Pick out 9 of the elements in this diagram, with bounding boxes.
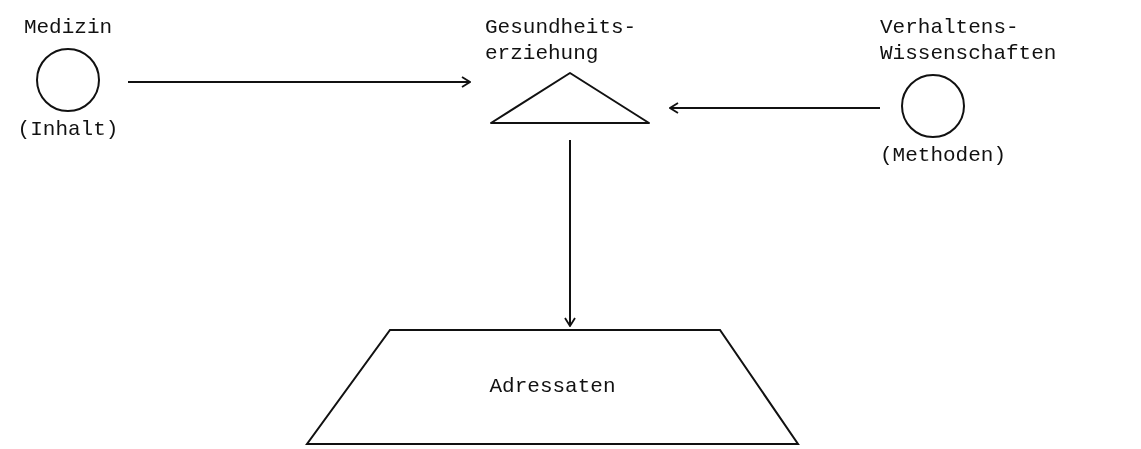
node-label: Adressaten: [489, 373, 616, 400]
node-label: (Inhalt): [17, 117, 119, 143]
node-label: (Methoden): [880, 143, 1007, 169]
node-label: Medizin: [23, 15, 113, 41]
node-label: Gesundheits- erziehung: [485, 15, 638, 67]
arrow: [669, 102, 881, 114]
node-label: Verhaltens- Wissenschaften: [880, 15, 1058, 67]
arrow: [127, 76, 471, 88]
arrow: [564, 139, 576, 327]
